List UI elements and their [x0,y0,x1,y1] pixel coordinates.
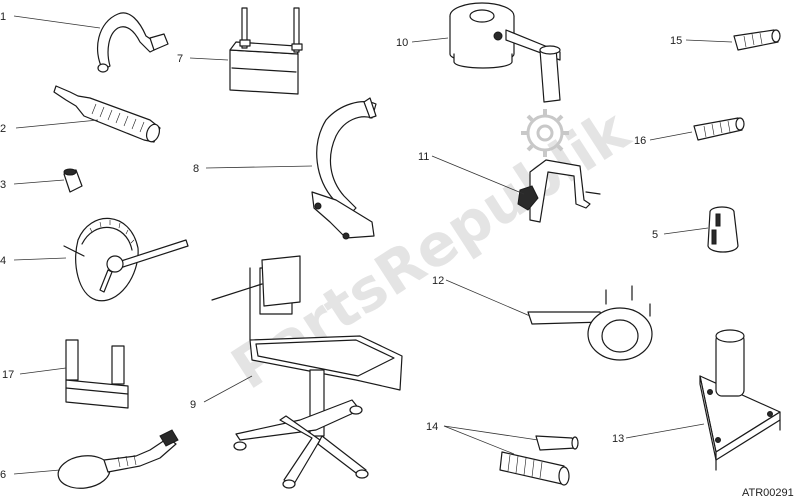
tool-12-ring-tool [527,285,653,361]
callout-9: 9 [190,399,196,411]
callout-13: 13 [612,433,624,445]
tool-10-crank-tool [449,2,561,103]
callout-14: 14 [426,421,438,433]
tool-3-sleeve [63,168,83,193]
callout-8: 8 [193,163,199,175]
callout-2: 2 [0,123,6,135]
tool-8-curved-bracket [311,97,377,240]
tool-4-degree-wheel [63,217,189,302]
gear-logo-icon [521,109,569,157]
callout-12: 12 [432,275,444,287]
callout-10: 10 [396,37,408,49]
callout-15: 15 [670,35,682,47]
tool-9-engine-stand [211,255,403,489]
tool-6-strap-wrench [57,429,179,489]
tool-17-fixture [65,339,129,409]
callout-4: 4 [0,255,6,267]
tool-15-pin [733,29,781,51]
callout-7: 7 [177,53,183,65]
callout-16: 16 [634,135,646,147]
tool-1-hook-wrench [96,12,169,73]
reference-code: ATR00291 [742,487,794,499]
callout-17: 17 [2,369,14,381]
tool-2-punch [53,85,161,143]
callout-1: 1 [0,11,6,23]
tool-5-slotted-sleeve [707,206,739,253]
callout-labels: 1 2 3 4 5 6 7 8 9 10 11 12 13 14 15 16 1… [0,11,682,481]
callout-5: 5 [652,229,658,241]
tool-14-cylinders [499,435,579,486]
leader-lines [13,15,733,475]
callout-6: 6 [0,469,6,481]
tool-13-triangle-base [699,329,781,471]
tool-11-bracket [517,159,601,223]
callout-11: 11 [418,151,429,163]
tool-7-pin-plate [229,7,303,95]
tool-16-pin [693,117,745,141]
callout-3: 3 [0,179,6,191]
